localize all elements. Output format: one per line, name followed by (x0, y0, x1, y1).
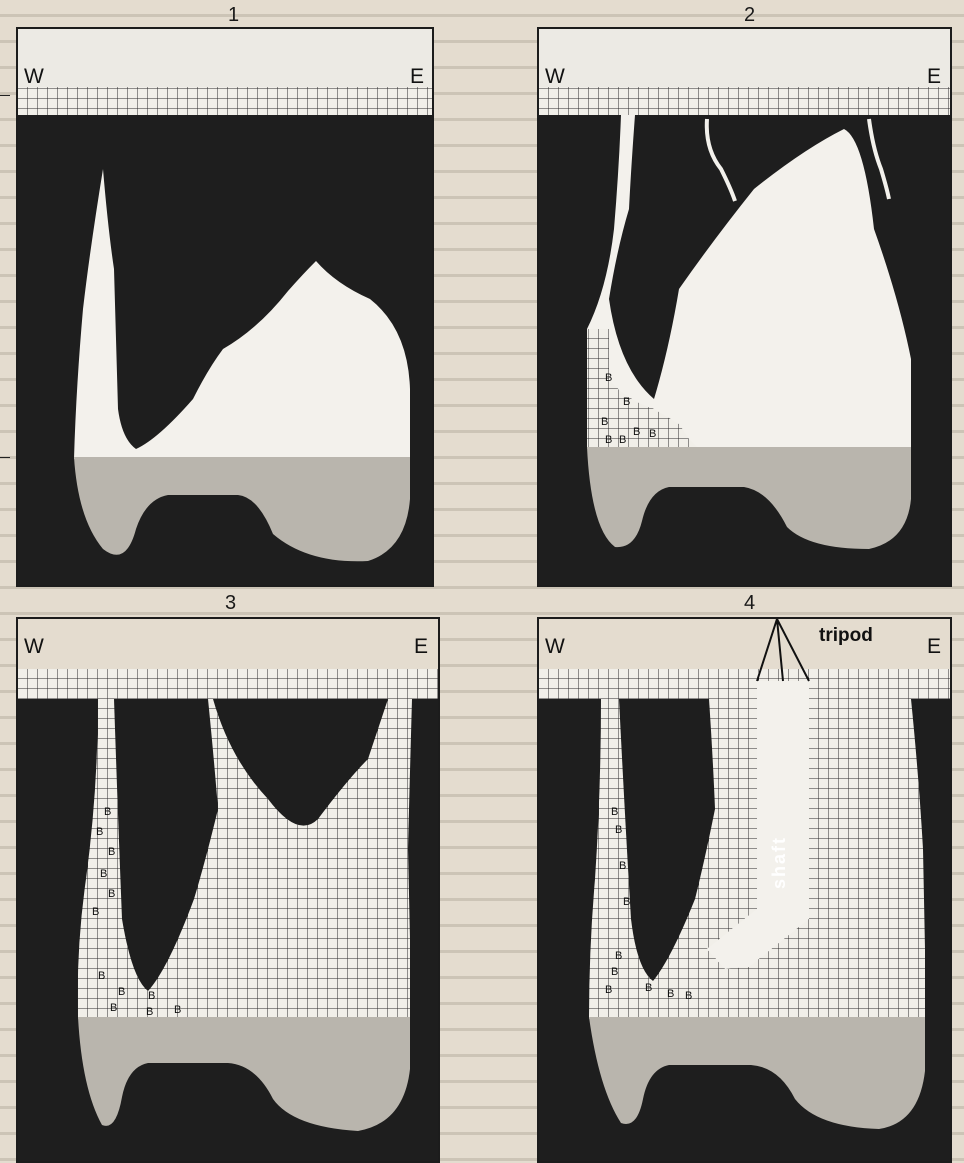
east-label-1: E (410, 65, 424, 89)
bone-marker: B (623, 396, 630, 408)
east-label-2: E (927, 65, 941, 89)
west-label-4: W (545, 635, 565, 659)
bone-marker: B (611, 806, 618, 818)
panel-number-1: 1 (228, 4, 239, 27)
bone-marker: B (108, 846, 115, 858)
cave-section-panel-4: B B B B B B B B B B W E tripod shaft (537, 617, 952, 1163)
bone-marker: B (92, 906, 99, 918)
bone-marker: B (615, 950, 622, 962)
surface-soil-layer (18, 669, 438, 699)
panel-number-3: 3 (225, 592, 236, 615)
bone-marker: B (601, 416, 608, 428)
bone-marker: B (685, 990, 692, 1002)
cave-section-panel-2: B B B B B B B W E (537, 27, 952, 587)
bone-marker: B (108, 888, 115, 900)
bone-marker: B (98, 970, 105, 982)
cave-section-panel-1: W E (16, 27, 434, 587)
tripod-label: tripod (819, 625, 873, 647)
surface-soil-layer (18, 87, 432, 117)
bone-marker: B (623, 896, 630, 908)
bone-marker: B (649, 428, 656, 440)
bone-marker: B (100, 868, 107, 880)
east-label-4: E (927, 635, 941, 659)
cave-section-diagram-4: B B B B B B B B B B (539, 619, 950, 1161)
bone-marker: B (118, 986, 125, 998)
surface-soil-layer (539, 669, 950, 699)
cave-section-diagram-1 (18, 29, 432, 585)
bone-marker: B (619, 860, 626, 872)
east-label-3: E (414, 635, 428, 659)
margin-tick (0, 95, 10, 96)
bone-marker: B (605, 434, 612, 446)
margin-tick (0, 457, 10, 458)
bone-marker: B (146, 1006, 153, 1018)
panel-number-4: 4 (744, 592, 755, 615)
bone-marker: B (611, 966, 618, 978)
cave-section-panel-3: B B B B B B B B B B B B W E (16, 617, 440, 1163)
west-label-3: W (24, 635, 44, 659)
bone-marker: B (96, 826, 103, 838)
cave-section-diagram-3: B B B B B B B B B B B B (18, 619, 438, 1161)
bone-marker: B (633, 426, 640, 438)
bone-marker: B (148, 990, 155, 1002)
surface-soil-layer (539, 87, 950, 117)
panel-number-2: 2 (744, 4, 755, 27)
shaft-label: shaft (769, 836, 790, 889)
bone-marker: B (605, 984, 612, 996)
bone-marker: B (174, 1004, 181, 1016)
bone-marker: B (667, 988, 674, 1000)
bone-marker: B (110, 1002, 117, 1014)
west-label-2: W (545, 65, 565, 89)
bone-marker: B (104, 806, 111, 818)
bone-marker: B (645, 982, 652, 994)
cave-section-diagram-2: B B B B B B B (539, 29, 950, 585)
west-label-1: W (24, 65, 44, 89)
bone-marker: B (605, 372, 612, 384)
bone-marker: B (619, 434, 626, 446)
bone-marker: B (615, 824, 622, 836)
